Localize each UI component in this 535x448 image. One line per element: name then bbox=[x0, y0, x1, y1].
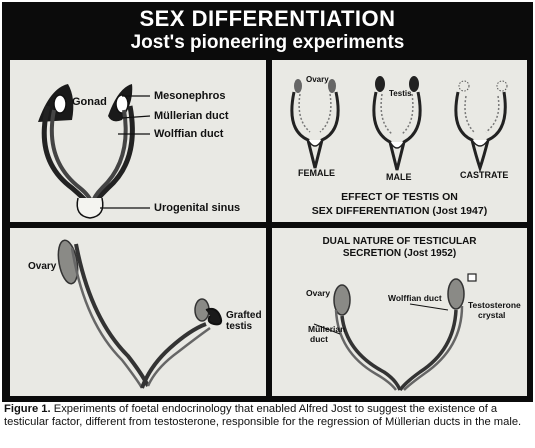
effect-caption-line-1: EFFECT OF TESTIS ON bbox=[341, 191, 458, 203]
panel-dual-nature: DUAL NATURE OF TESTICULAR SECRETION (Jos… bbox=[272, 228, 527, 396]
dual-heading-line-1: DUAL NATURE OF TESTICULAR bbox=[322, 236, 477, 247]
panel-effect-of-testis: Ovary Testis FEMALE MALE CASTRATE EFFECT… bbox=[272, 60, 527, 222]
figure-caption: Figure 1. Experiments of foetal endocrin… bbox=[4, 403, 532, 429]
effect-caption-line-2: SEX DIFFERENTIATION (Jost 1947) bbox=[311, 205, 488, 217]
label-gonad: Gonad bbox=[72, 96, 107, 108]
label-wolffian-duct: Wolffian duct bbox=[388, 293, 442, 303]
label-male: MALE bbox=[386, 172, 412, 182]
label-grafted-line-1: Grafted bbox=[226, 310, 262, 321]
label-ovary: Ovary bbox=[306, 75, 329, 84]
panel-grafted-testis: Ovary Grafted testis bbox=[10, 228, 266, 396]
label-wolffian-duct: Wolffian duct bbox=[154, 128, 224, 140]
label-urogenital-sinus: Urogenital sinus bbox=[154, 202, 241, 214]
panel-indifferent-tract: Gonad Mesonephros Müllerian duct Wolffia… bbox=[10, 60, 266, 222]
slide-title: SEX DIFFERENTIATION bbox=[139, 6, 396, 31]
label-mesonephros: Mesonephros bbox=[154, 90, 226, 102]
label-female: FEMALE bbox=[298, 168, 335, 178]
effect-of-testis-diagram bbox=[290, 76, 508, 173]
label-ovary: Ovary bbox=[306, 288, 331, 298]
dual-nature-diagram bbox=[313, 273, 477, 392]
label-testosterone-line-2: crystal bbox=[478, 310, 506, 320]
label-testosterone-line-1: Testosterone bbox=[468, 300, 521, 310]
label-mullerian-line-2: duct bbox=[310, 334, 328, 344]
slide-subtitle: Jost's pioneering experiments bbox=[130, 32, 405, 53]
dual-heading-line-2: SECRETION (Jost 1952) bbox=[342, 248, 457, 259]
grafted-testis-diagram bbox=[57, 239, 223, 389]
figure-caption-text: Experiments of foetal endocrinology that… bbox=[4, 403, 522, 428]
figure-label: Figure 1. bbox=[4, 403, 51, 415]
slide: SEX DIFFERENTIATION Jost's pioneering ex… bbox=[2, 2, 533, 402]
label-mullerian-line-1: Müllerian bbox=[308, 324, 346, 334]
label-testis: Testis bbox=[389, 89, 412, 98]
indifferent-tract-diagram bbox=[38, 84, 151, 219]
label-grafted-line-2: testis bbox=[226, 321, 253, 332]
label-mullerian-duct: Müllerian duct bbox=[154, 110, 229, 122]
label-castrate: CASTRATE bbox=[460, 170, 509, 180]
label-ovary: Ovary bbox=[28, 261, 57, 272]
